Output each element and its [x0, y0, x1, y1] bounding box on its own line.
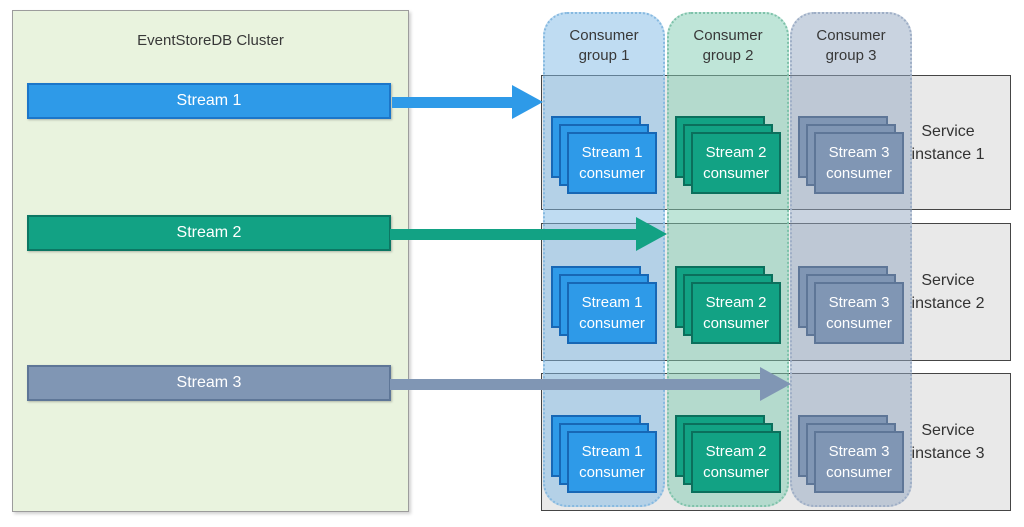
stream-2-bar: Stream 2: [27, 215, 391, 251]
consumer-card-label: Stream 3 consumer: [826, 443, 892, 481]
consumer-card-label: Stream 2 consumer: [703, 443, 769, 481]
consumer-card-label: Stream 2 consumer: [703, 144, 769, 182]
stream-3-consumer-stack-instance-2: Stream 3 consumer: [798, 266, 904, 344]
consumer-card-front: Stream 1 consumer: [567, 431, 657, 493]
stream-2-arrow-shaft: [390, 229, 637, 240]
stream-3-arrow-shaft: [390, 379, 761, 390]
consumer-card-label: Stream 1 consumer: [579, 294, 645, 332]
stream-3-bar: Stream 3: [27, 365, 391, 401]
cluster-title: EventStoreDB Cluster: [137, 32, 284, 49]
stream-3-consumer-stack-instance-1: Stream 3 consumer: [798, 116, 904, 194]
stream-2-consumer-stack-instance-1: Stream 2 consumer: [675, 116, 781, 194]
stream-1-arrow-head: [512, 85, 543, 119]
stream-2-consumer-stack-instance-2: Stream 2 consumer: [675, 266, 781, 344]
consumer-card-front: Stream 1 consumer: [567, 132, 657, 194]
consumer-group-3-label: Consumer group 3: [816, 27, 886, 64]
stream-3-label: Stream 3: [176, 374, 242, 391]
stream-1-consumer-stack-instance-3: Stream 1 consumer: [551, 415, 657, 493]
consumer-card-front: Stream 3 consumer: [814, 431, 904, 493]
stream-1-bar: Stream 1: [27, 83, 391, 119]
stream-1-consumer-stack-instance-1: Stream 1 consumer: [551, 116, 657, 194]
consumer-card-front: Stream 2 consumer: [691, 431, 781, 493]
service-instance-3-label: Service instance 3: [911, 422, 985, 462]
eventstoredb-cluster-box: EventStoreDB Cluster Stream 1 Stream 2 S…: [12, 10, 409, 512]
consumer-card-label: Stream 3 consumer: [826, 294, 892, 332]
consumer-card-front: Stream 3 consumer: [814, 132, 904, 194]
consumer-card-label: Stream 3 consumer: [826, 144, 892, 182]
consumer-group-2-label: Consumer group 2: [693, 27, 763, 64]
consumer-group-1-label: Consumer group 1: [569, 27, 639, 64]
consumer-card-front: Stream 3 consumer: [814, 282, 904, 344]
consumer-card-label: Stream 2 consumer: [703, 294, 769, 332]
stream-3-consumer-stack-instance-3: Stream 3 consumer: [798, 415, 904, 493]
stream-2-label: Stream 2: [176, 224, 242, 241]
service-instance-2-label: Service instance 2: [911, 272, 985, 312]
stream-1-consumer-stack-instance-2: Stream 1 consumer: [551, 266, 657, 344]
consumer-card-label: Stream 1 consumer: [579, 443, 645, 481]
stream-1-arrow-shaft: [392, 97, 513, 108]
consumer-card-label: Stream 1 consumer: [579, 144, 645, 182]
stream-1-label: Stream 1: [176, 92, 242, 109]
consumer-card-front: Stream 2 consumer: [691, 132, 781, 194]
service-instance-1-label: Service instance 1: [911, 122, 985, 163]
stream-2-consumer-stack-instance-3: Stream 2 consumer: [675, 415, 781, 493]
consumer-card-front: Stream 2 consumer: [691, 282, 781, 344]
consumer-card-front: Stream 1 consumer: [567, 282, 657, 344]
stream-3-arrow-head: [760, 367, 791, 401]
stream-2-arrow-head: [636, 217, 667, 251]
